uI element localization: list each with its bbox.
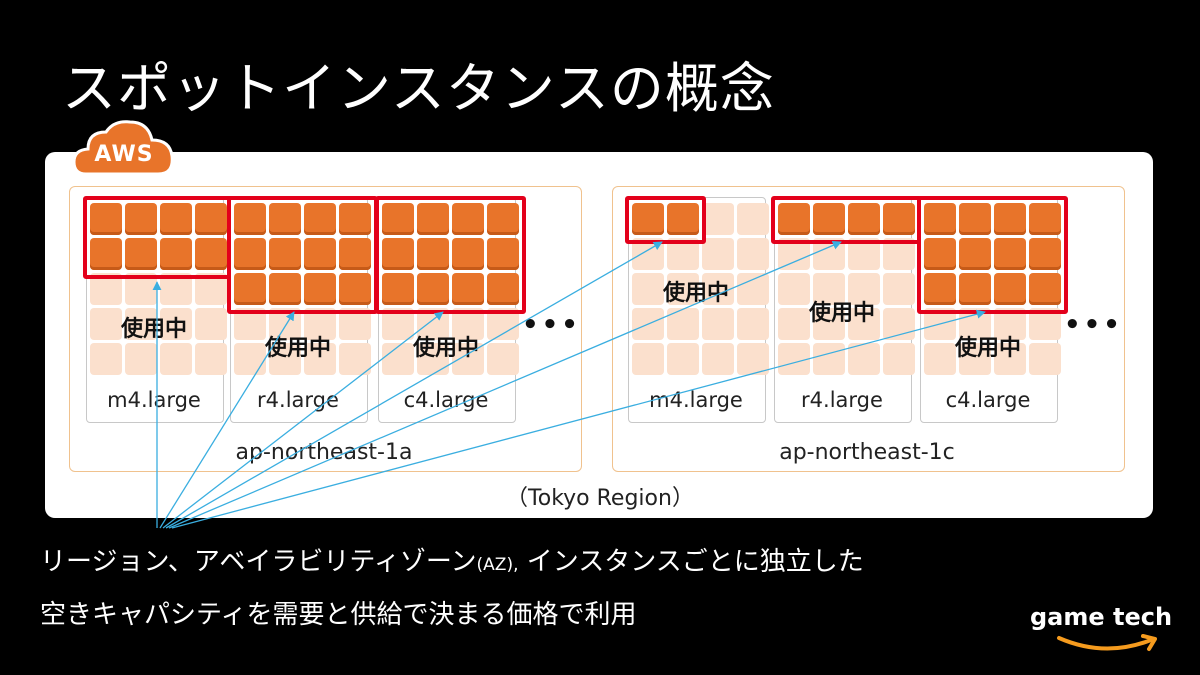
in-use-label: 使用中 — [412, 336, 479, 361]
capacity-cell-in-use — [90, 203, 122, 235]
capacity-cell-free — [848, 343, 880, 375]
capacity-cell-in-use — [160, 203, 192, 235]
capacity-cell-in-use — [667, 203, 699, 235]
capacity-cell-in-use — [195, 203, 227, 235]
in-use-label: 使用中 — [120, 317, 187, 342]
capacity-cell-in-use — [924, 273, 956, 305]
capacity-cell-in-use — [125, 203, 157, 235]
in-use-label: 使用中 — [662, 281, 729, 306]
capacity-cell-free — [883, 273, 915, 305]
more-instances-marker-1a: ••• — [522, 310, 581, 340]
instance-type-label: r4.large — [257, 388, 339, 412]
in-use-selection-box — [625, 196, 706, 244]
capacity-cell-in-use — [924, 203, 956, 235]
in-use-label: 使用中 — [954, 336, 1021, 361]
capacity-cell-free — [90, 308, 122, 340]
capacity-cell-free — [994, 343, 1026, 375]
capacity-cell-in-use — [1029, 238, 1061, 270]
capacity-cell-free — [632, 308, 664, 340]
capacity-cell-in-use — [417, 203, 449, 235]
capacity-cell-free — [125, 308, 157, 340]
capacity-cell-free — [160, 343, 192, 375]
in-use-selection-box — [771, 196, 922, 244]
az-label-1c: ap-northeast-1c — [779, 440, 955, 465]
capacity-cell-in-use — [125, 238, 157, 270]
capacity-cell-in-use — [994, 203, 1026, 235]
in-use-selection-box — [83, 196, 234, 279]
capacity-cell-free — [737, 308, 769, 340]
capacity-cell-free — [667, 343, 699, 375]
capacity-cell-in-use — [632, 203, 664, 235]
capacity-cell-in-use — [994, 273, 1026, 305]
capacity-cell-free — [702, 343, 734, 375]
capacity-cell-free — [737, 343, 769, 375]
caption-line-2: 空きキャパシティを需要と供給で決まる価格で利用 — [40, 600, 637, 630]
caption-line-1-part-b: インスタンスごとに独立した — [518, 547, 864, 577]
capacity-cell-in-use — [959, 238, 991, 270]
capacity-cell-in-use — [994, 238, 1026, 270]
capacity-cell-free — [737, 203, 769, 235]
capacity-cell-in-use — [339, 203, 371, 235]
game-tech-logo-text: game tech — [1030, 603, 1173, 631]
capacity-cell-in-use — [304, 203, 336, 235]
capacity-cell-in-use — [234, 203, 266, 235]
capacity-cell-free — [778, 343, 810, 375]
capacity-cell-free — [1029, 343, 1061, 375]
slide-title: スポットインスタンスの概念 — [62, 57, 775, 120]
capacity-cell-free — [702, 203, 734, 235]
capacity-cell-free — [848, 273, 880, 305]
capacity-cell-free — [813, 343, 845, 375]
in-use-selection-box — [375, 196, 526, 314]
instance-type-label: c4.large — [403, 388, 489, 412]
instance-type-label: c4.large — [945, 388, 1031, 412]
in-use-label: 使用中 — [808, 301, 875, 326]
capacity-cell-in-use — [778, 203, 810, 235]
capacity-cell-in-use — [1029, 203, 1061, 235]
capacity-cell-in-use — [813, 203, 845, 235]
caption-line-1-part-a: リージョン、アベイラビリティゾーン — [40, 547, 477, 577]
capacity-cell-free — [883, 343, 915, 375]
capacity-cell-in-use — [959, 273, 991, 305]
capacity-cell-in-use — [90, 238, 122, 270]
capacity-cell-in-use — [959, 203, 991, 235]
caption-line-1: リージョン、アベイラビリティゾーン(AZ), インスタンスごとに独立した — [40, 541, 864, 578]
more-instances-marker-1c: ••• — [1064, 310, 1123, 340]
capacity-cell-free — [667, 308, 699, 340]
capacity-cell-free — [737, 238, 769, 270]
capacity-cell-free — [632, 343, 664, 375]
in-use-selection-box — [227, 196, 378, 314]
az-label-1a: ap-northeast-1a — [235, 440, 413, 465]
capacity-cell-in-use — [848, 203, 880, 235]
capacity-cell-free — [90, 343, 122, 375]
capacity-cell-in-use — [452, 203, 484, 235]
instance-type-label: m4.large — [107, 388, 201, 412]
capacity-cell-in-use — [1029, 273, 1061, 305]
capacity-cell-in-use — [382, 203, 414, 235]
capacity-cell-in-use — [924, 238, 956, 270]
capacity-cell-in-use — [883, 203, 915, 235]
in-use-label: 使用中 — [264, 336, 331, 361]
instance-type-label: m4.large — [649, 388, 743, 412]
capacity-cell-free — [195, 343, 227, 375]
capacity-cell-free — [702, 308, 734, 340]
in-use-selection-box — [917, 196, 1068, 314]
capacity-cell-in-use — [269, 203, 301, 235]
capacity-cell-in-use — [487, 203, 519, 235]
capacity-cell-free — [125, 343, 157, 375]
amazon-smile-logo-icon — [1057, 634, 1157, 651]
region-label: （Tokyo Region） — [506, 486, 694, 511]
instance-type-label: r4.large — [801, 388, 883, 412]
capacity-cell-free — [702, 238, 734, 270]
aws-cloud-icon — [72, 120, 174, 176]
aws-label: AWS — [94, 142, 154, 167]
caption-line-1-az: (AZ), — [476, 555, 519, 575]
